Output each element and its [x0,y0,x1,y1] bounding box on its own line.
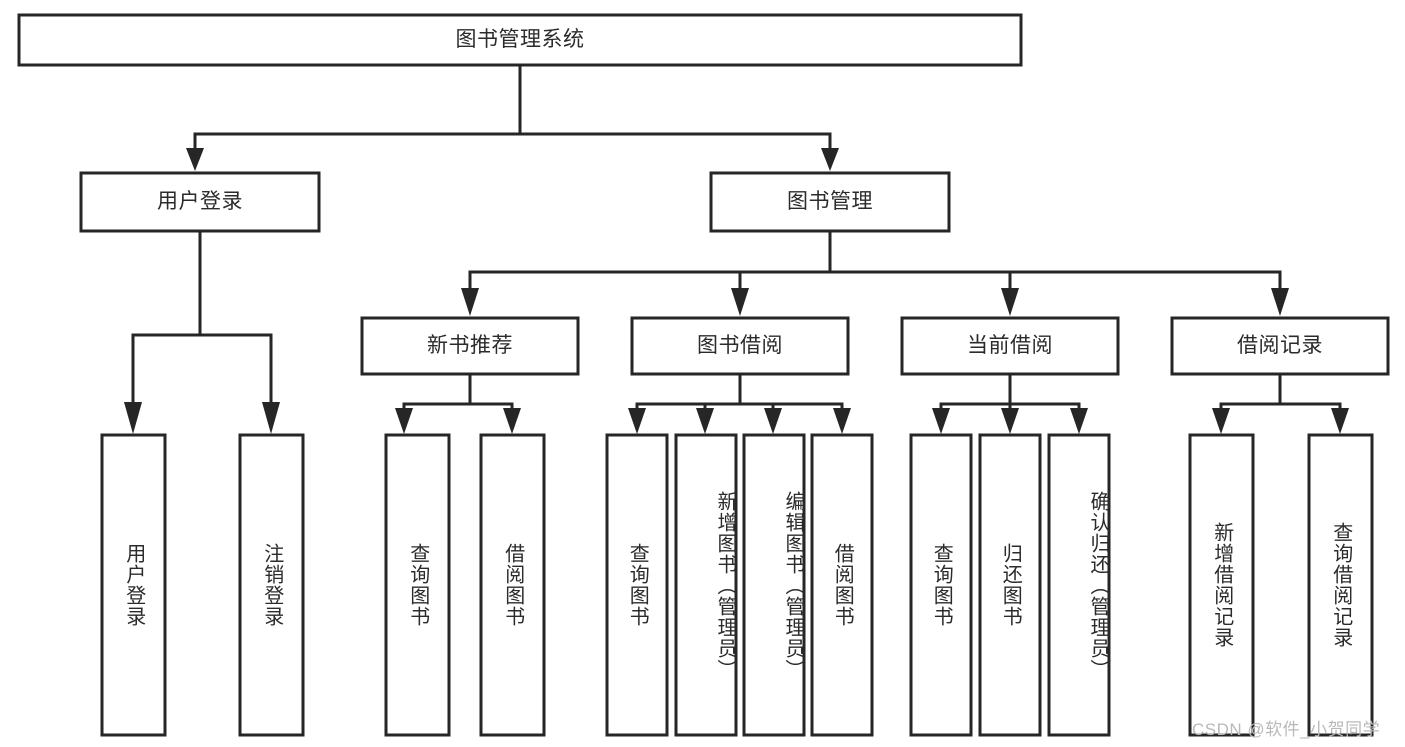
node-leaf-user-login-box[interactable] [100,433,167,737]
arrow-head-borrow-record [1271,288,1289,316]
arrow-head-leaf-query-record [1331,408,1349,434]
arrow-head-leaf-confirm-return [1070,408,1088,434]
arrow-head-leaf-edit-book [764,408,782,434]
arrow-head-leaf-borrow-book-2 [833,408,851,434]
arrow-head-leaf-user-logout [262,402,280,434]
arrow-head-new-book-recommend [461,288,479,316]
arrow-head-leaf-return-book [1001,408,1019,434]
arrow-head-bookmanage [821,148,839,171]
node-leaf-query-book-1-box[interactable] [384,433,451,737]
node-book-manage-box[interactable] [709,171,951,233]
arrow-head-leaf-borrow-book-1 [503,408,521,434]
node-leaf-borrow-book-1-box[interactable] [479,433,546,737]
node-leaf-edit-book-box[interactable] [742,433,806,737]
node-leaf-user-logout-box[interactable] [238,433,305,737]
arrow-head-book-borrow [731,288,749,316]
node-borrow-record-box[interactable] [1170,316,1390,376]
node-new-book-recommend-box[interactable] [360,316,580,376]
node-leaf-borrow-book-2-box[interactable] [810,433,874,737]
node-leaf-return-book-box[interactable] [978,433,1042,737]
arrow-head-leaf-add-record [1212,408,1230,434]
node-book-borrow-box[interactable] [630,316,850,376]
node-leaf-query-record-box[interactable] [1307,433,1374,737]
node-leaf-query-book-3-box[interactable] [909,433,973,737]
node-leaf-add-record-box[interactable] [1188,433,1255,737]
node-root-box[interactable] [17,13,1023,67]
arrow-head-leaf-user-login [124,402,142,434]
arrow-head-leaf-query-book-2 [628,408,646,434]
node-leaf-add-book-box[interactable] [674,433,738,737]
arrow-head-userlogin [186,148,204,171]
arrow-head-leaf-query-book-1 [395,408,413,434]
arrow-head-leaf-add-book [696,408,714,434]
arrow-head-current-borrow [1001,288,1019,316]
node-user-login-box[interactable] [79,171,321,233]
arrow-head-leaf-query-book-3 [932,408,950,434]
node-current-borrow-box[interactable] [900,316,1120,376]
node-leaf-query-book-2-box[interactable] [605,433,669,737]
node-leaf-confirm-return-box[interactable] [1047,433,1111,737]
